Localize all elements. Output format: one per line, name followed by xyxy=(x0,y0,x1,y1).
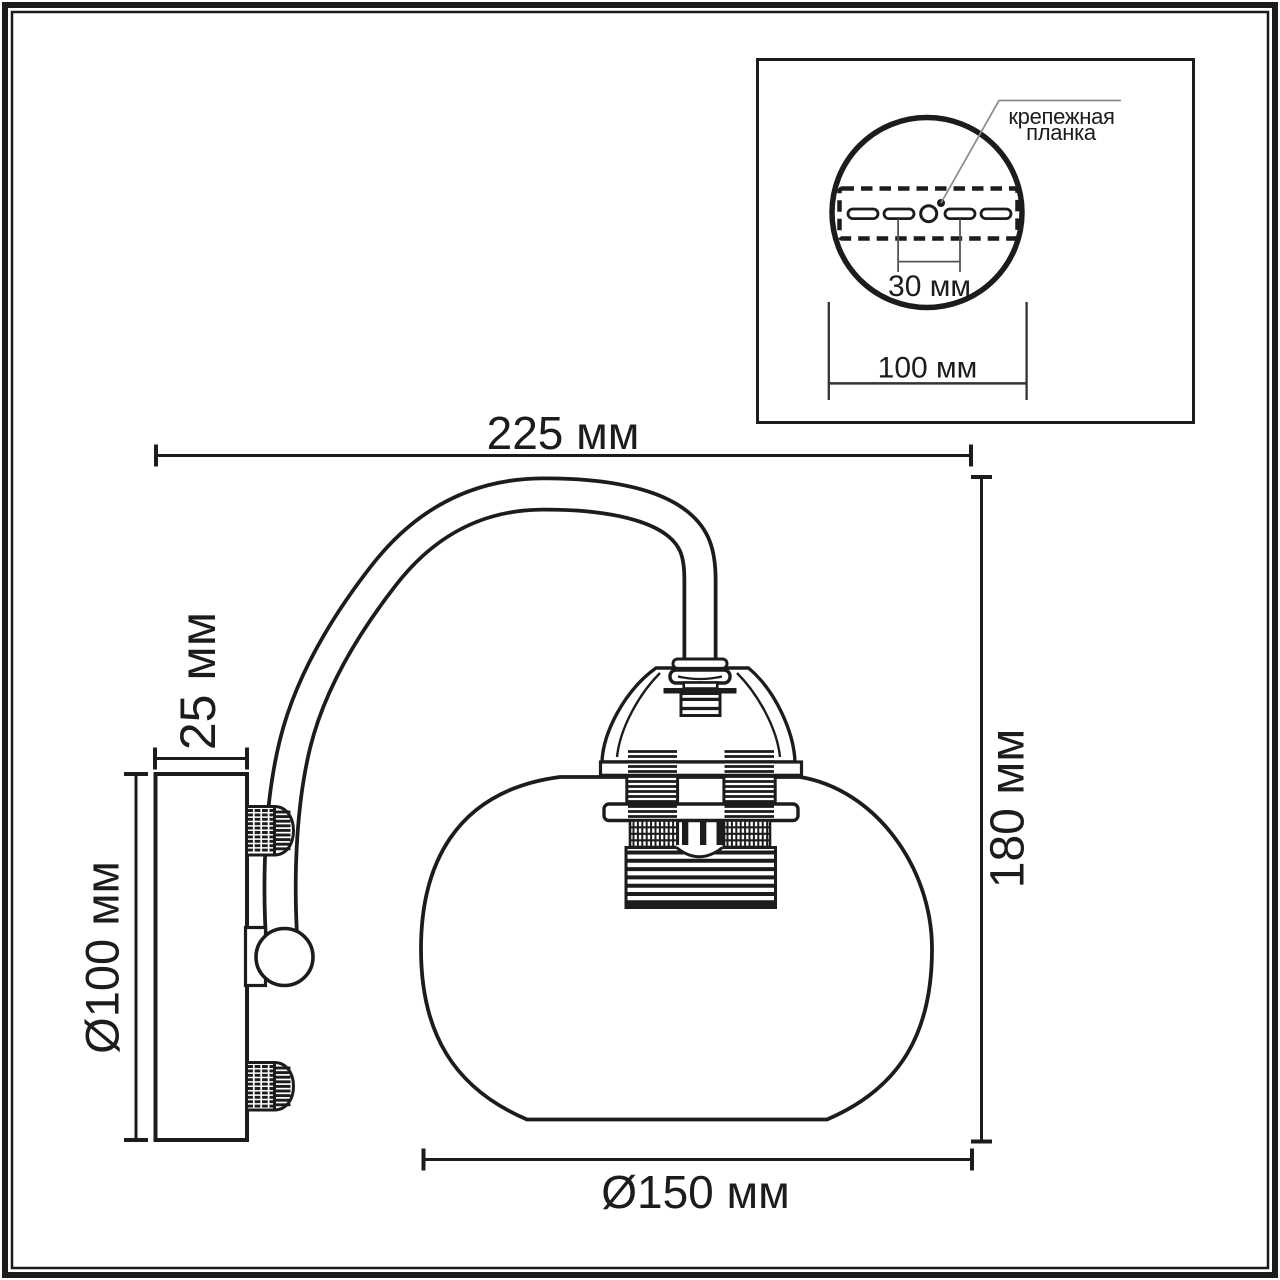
svg-text:25 мм: 25 мм xyxy=(170,612,226,750)
svg-text:100 мм: 100 мм xyxy=(878,352,978,385)
svg-text:Ø100 мм: Ø100 мм xyxy=(76,861,129,1054)
svg-text:30 мм: 30 мм xyxy=(888,270,971,303)
svg-text:Ø150 мм: Ø150 мм xyxy=(601,1166,790,1218)
svg-text:180 мм: 180 мм xyxy=(982,729,1035,888)
svg-text:225 мм: 225 мм xyxy=(487,407,640,459)
svg-text:планка: планка xyxy=(1026,120,1097,145)
svg-text:крепежная: крепежная xyxy=(1008,104,1114,129)
